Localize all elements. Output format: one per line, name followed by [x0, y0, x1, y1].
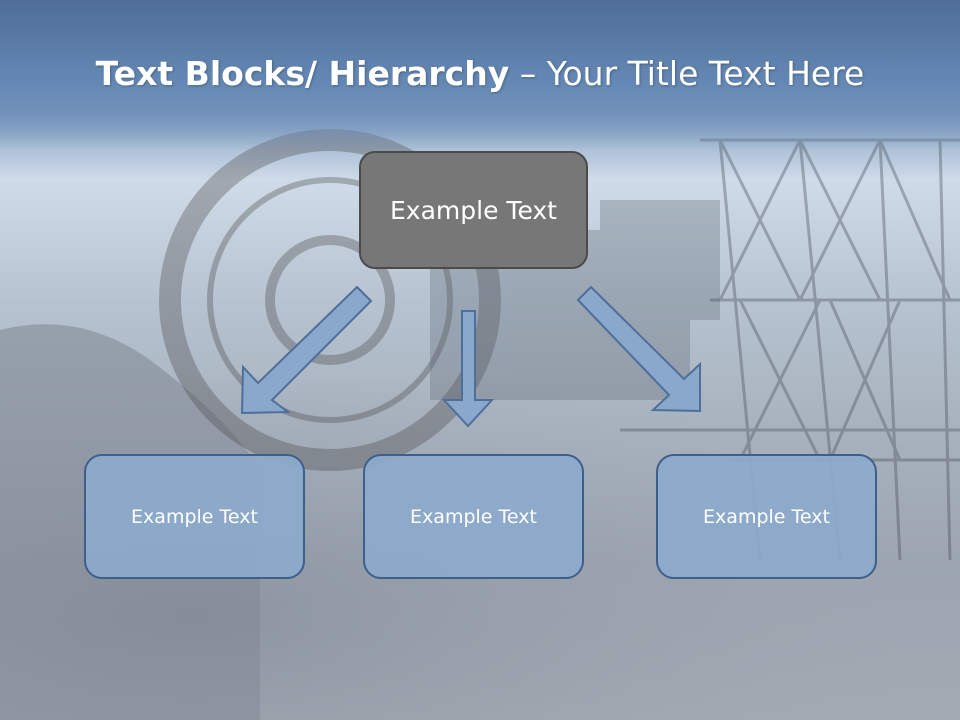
- child-node-left: Example Text: [84, 454, 305, 579]
- title-bar: [0, 0, 960, 150]
- title-regular-part: – Your Title Text Here: [519, 54, 865, 93]
- top-node: Example Text: [359, 151, 588, 269]
- slide-title: Text Blocks/ Hierarchy – Your Title Text…: [0, 54, 960, 93]
- arrow-right: [576, 285, 701, 413]
- child-node-label: Example Text: [410, 505, 537, 528]
- arrow-left: [240, 285, 373, 415]
- child-node-label: Example Text: [703, 505, 830, 528]
- child-node-center: Example Text: [363, 454, 584, 579]
- top-node-label: Example Text: [390, 195, 557, 225]
- child-node-label: Example Text: [131, 505, 258, 528]
- arrow-center: [441, 310, 495, 428]
- title-bold-part: Text Blocks/ Hierarchy: [95, 54, 510, 93]
- child-node-right: Example Text: [656, 454, 877, 579]
